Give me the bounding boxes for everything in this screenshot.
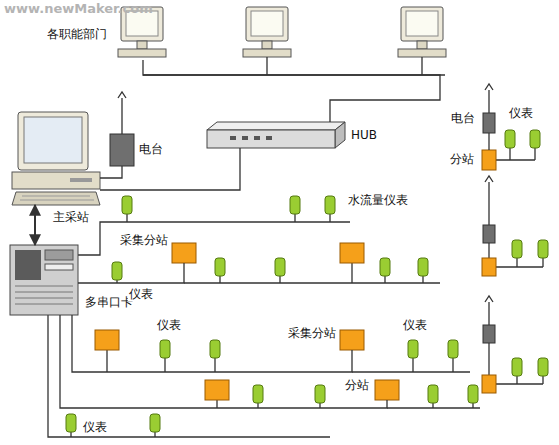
node-label: 主采站 (52, 210, 90, 224)
meter-label: 仪表 (128, 287, 154, 301)
node-label: 电台 (138, 142, 164, 156)
node-label: HUB (350, 128, 378, 142)
meter-label: 仪表 (508, 106, 534, 120)
meter-label: 仪表 (156, 318, 182, 332)
meter-label: 仪表 (402, 318, 428, 332)
connector-wire (100, 166, 122, 178)
node-label: 分站 (344, 378, 370, 392)
serial-card-cabinet: 多串口卡 (10, 245, 78, 315)
connector-wire (72, 315, 352, 372)
substation-box: 分站 (375, 380, 399, 400)
node-label: 分站 (449, 152, 475, 166)
connector-wire (143, 60, 440, 122)
radio-box: 电台 (483, 113, 495, 133)
connector-wire (60, 315, 387, 408)
substation-box: 采集分站 (340, 330, 364, 350)
node-label: 各职能部门 (46, 27, 108, 41)
node-label: 采集分站 (287, 326, 337, 340)
connector-wire (34, 205, 36, 245)
substation-box: 采集分站 (172, 243, 196, 263)
meter-label: 水流量仪表 (347, 193, 409, 207)
connector-wire (78, 263, 184, 283)
watermark: www.newMaker.com (3, 2, 154, 16)
connector-wire (488, 133, 489, 150)
node-label: 电台 (450, 111, 476, 125)
meter-label: 仪表 (82, 420, 108, 434)
node-label: 多串口卡 (84, 295, 134, 309)
node-label: 采集分站 (119, 233, 169, 247)
hub-box: HUB (207, 122, 345, 148)
main-station-computer: 主采站 (12, 112, 100, 205)
radio-box: 电台 (110, 134, 134, 166)
connector-wire (100, 148, 240, 190)
substation-box: 分站 (482, 150, 496, 170)
